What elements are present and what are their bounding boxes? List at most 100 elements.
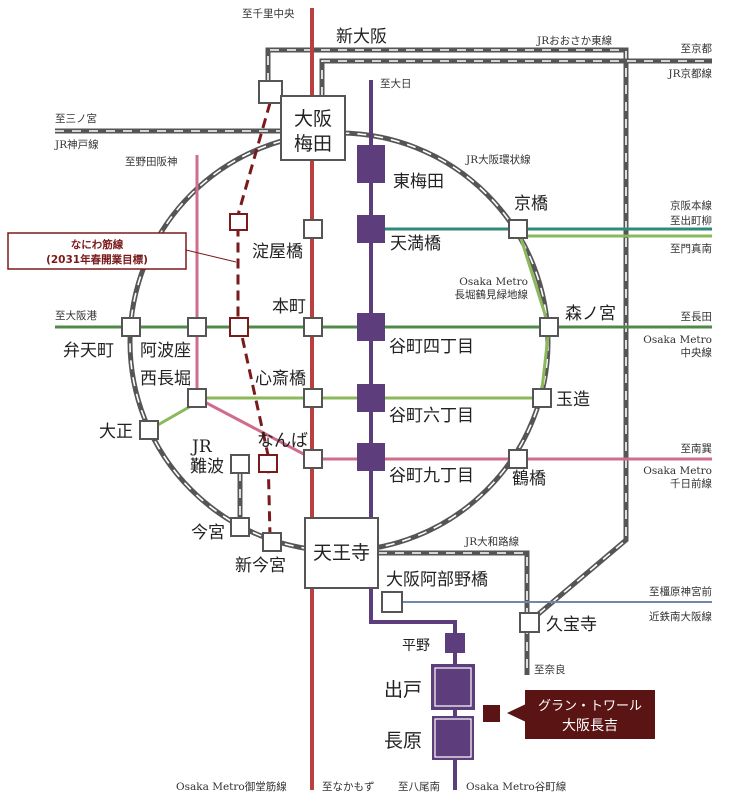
station-imamiya[interactable] <box>230 517 250 537</box>
line-nagahori-2: 長堀鶴見緑地線 <box>455 288 529 301</box>
dest-kadoma-minami: 至門真南 <box>670 242 712 255</box>
label-imamiya: 今宮 <box>191 523 225 543</box>
property-callout[interactable]: グラン・トワール 大阪長吉 <box>507 690 655 739</box>
naniwa-line <box>236 102 272 536</box>
station-naniwa-new-1[interactable] <box>229 213 248 231</box>
label-osaka: 大阪 <box>294 108 332 130</box>
station-nagahara-inner <box>434 718 472 758</box>
label-bentencho: 弁天町 <box>63 341 114 361</box>
dest-kyoto: 至京都 <box>681 42 713 55</box>
station-namba[interactable] <box>303 449 323 469</box>
naniwa-callout-title: なにわ筋線 <box>71 238 124 251</box>
line-midosuji: Osaka Metro御堂筋線 <box>176 780 287 793</box>
station-hirano[interactable] <box>445 633 465 653</box>
station-dedo[interactable] <box>431 664 475 710</box>
station-kyobashi[interactable] <box>508 219 528 239</box>
jr-osaka-higashi-line <box>265 47 629 624</box>
label-yodoyabashi: 淀屋橋 <box>252 242 303 262</box>
station-yodoyabashi[interactable] <box>303 219 323 239</box>
label-higashi-umeda: 東梅田 <box>393 172 444 192</box>
station-osaka-umeda[interactable] <box>280 95 346 161</box>
label-shin-osaka: 新大阪 <box>336 27 387 47</box>
label-tenmabashi: 天満橋 <box>390 234 441 254</box>
label-taisho: 大正 <box>99 422 133 442</box>
label-morinomiya: 森ノ宮 <box>565 304 616 324</box>
line-jr-yamatoji: JR大和路線 <box>464 535 520 548</box>
station-higashi-umeda[interactable] <box>357 145 385 183</box>
label-tanimachi4: 谷町四丁目 <box>389 337 474 357</box>
label-tanimachi6: 谷町六丁目 <box>389 406 474 426</box>
label-umeda: 梅田 <box>294 133 332 155</box>
naniwa-callout-leader <box>185 249 237 263</box>
property-name-1: グラン・トワール <box>538 699 642 714</box>
dest-noda-hanshin: 至野田阪神 <box>125 155 178 168</box>
line-keihan: 京阪本線 <box>670 199 712 212</box>
station-nagahara[interactable] <box>432 716 474 760</box>
line-nagahori-1: Osaka Metro <box>459 276 528 288</box>
station-naniwa-new-3[interactable] <box>258 454 278 473</box>
line-jr-osaka-higashi: JRおおさか東線 <box>536 34 613 47</box>
station-jr-namba[interactable] <box>230 454 250 474</box>
label-jr-namba-1: JR <box>190 437 213 457</box>
label-shinsaibashi: 心斎橋 <box>255 369 306 389</box>
line-kintetsu: 近鉄南大阪線 <box>649 610 712 623</box>
station-nishinagahori[interactable] <box>187 388 207 408</box>
label-tsuruhashi: 鶴橋 <box>512 469 546 489</box>
jr-loop-line <box>127 130 551 554</box>
label-kyuhoji: 久宝寺 <box>546 615 597 635</box>
label-tennoji: 天王寺 <box>313 542 370 564</box>
station-kitashinchi[interactable] <box>258 80 283 104</box>
station-tamatsukuri[interactable] <box>532 388 552 408</box>
dest-nakamozu: 至なかもず <box>322 781 375 793</box>
naniwa-line-callout: なにわ筋線 (2031年春開業目標) <box>7 232 187 270</box>
dest-sannomiya: 至三ノ宮 <box>55 112 97 125</box>
line-chuo-1: Osaka Metro <box>643 334 712 346</box>
line-tanimachi: Osaka Metro谷町線 <box>466 780 567 793</box>
property-name-2: 大阪長吉 <box>562 718 618 734</box>
line-chuo-2: 中央線 <box>681 346 713 359</box>
label-nishinagahori: 西長堀 <box>140 369 191 389</box>
jr-yamatoji-line <box>378 550 530 675</box>
station-tsuruhashi[interactable] <box>508 449 528 469</box>
dest-dainichi: 至大日 <box>380 77 412 90</box>
station-tanimachi6[interactable] <box>357 384 385 412</box>
station-tanimachi4[interactable] <box>357 313 385 341</box>
dest-osakako: 至大阪港 <box>55 309 97 322</box>
station-tenmabashi[interactable] <box>357 215 385 243</box>
station-dedo-inner <box>434 667 472 707</box>
dest-yaominami: 至八尾南 <box>398 780 440 793</box>
label-kyobashi: 京橋 <box>514 194 548 214</box>
station-awaza[interactable] <box>187 317 207 337</box>
dest-senri-chuo: 至千里中央 <box>242 7 295 20</box>
station-shin-imamiya[interactable] <box>262 532 282 552</box>
jr-kyoto-line <box>319 58 712 96</box>
station-naniwa-new-2[interactable] <box>229 317 249 337</box>
label-shin-imamiya: 新今宮 <box>235 556 286 576</box>
line-jr-loop: JR大阪環状線 <box>465 153 531 166</box>
label-jr-namba-2: 難波 <box>190 457 224 477</box>
station-osaka-abenobashi[interactable] <box>381 591 403 613</box>
dest-nara: 至奈良 <box>534 663 566 676</box>
station-morinomiya[interactable] <box>539 317 559 337</box>
label-namba: なんば <box>257 431 308 451</box>
station-shinsaibashi[interactable] <box>303 388 323 408</box>
label-honmachi: 本町 <box>272 297 306 317</box>
line-jr-kyoto: JR京都線 <box>667 67 712 80</box>
label-osaka-abenobashi: 大阪阿部野橋 <box>386 570 488 590</box>
station-bentencho[interactable] <box>121 317 141 337</box>
label-awaza: 阿波座 <box>140 341 191 361</box>
line-sennichimae-1: Osaka Metro <box>643 465 712 477</box>
dest-demachiyanagi: 至出町柳 <box>670 214 712 227</box>
station-honmachi[interactable] <box>303 317 323 337</box>
station-kyuhoji[interactable] <box>519 612 540 633</box>
property-marker[interactable] <box>483 705 500 722</box>
dest-kashiharajingumae: 至橿原神宮前 <box>649 585 712 598</box>
station-taisho[interactable] <box>139 420 159 440</box>
station-tennoji[interactable] <box>304 517 379 589</box>
station-tanimachi9[interactable] <box>357 443 385 471</box>
label-tamatsukuri: 玉造 <box>556 390 590 410</box>
dest-nagata: 至長田 <box>681 311 713 323</box>
line-jr-kobe: JR神戸線 <box>54 138 99 151</box>
